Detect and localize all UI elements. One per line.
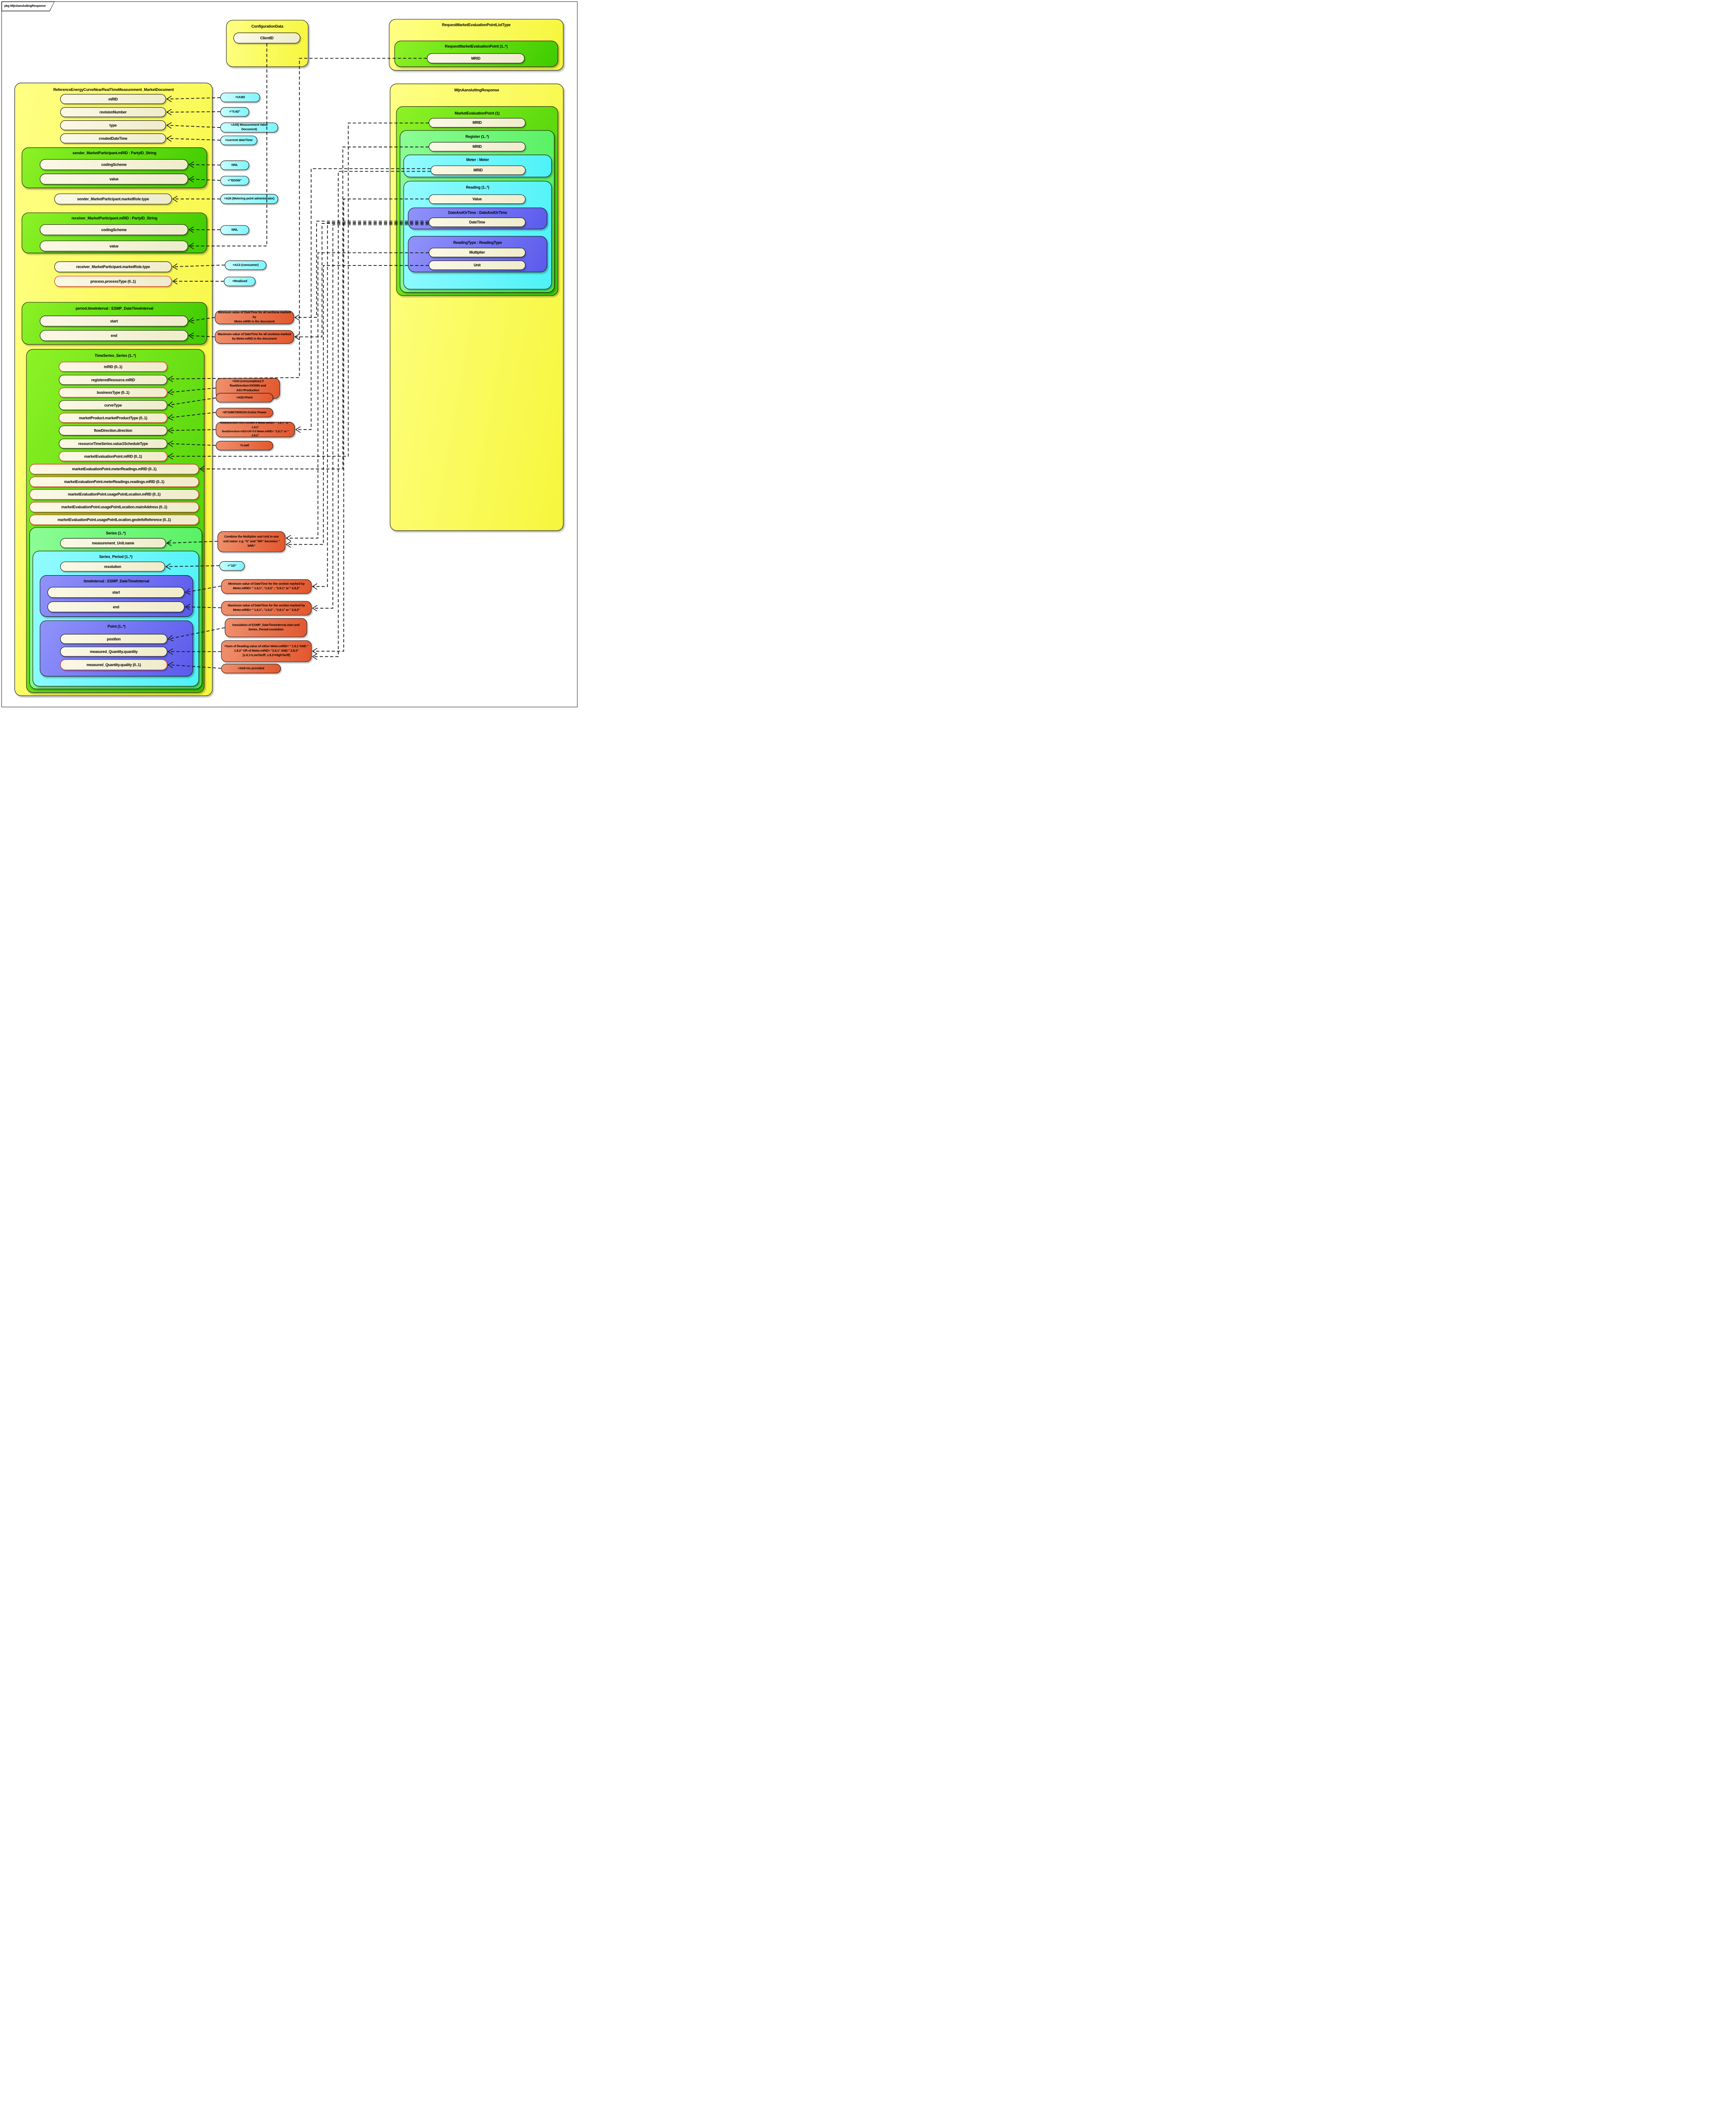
createddatetime-field: createdDateTime — [60, 133, 166, 144]
request-mrid-field: MRID — [427, 53, 525, 64]
note-active-power: =8716867000016=Active Power — [215, 408, 273, 418]
ts-mrid-field: mRID (0..1) — [59, 362, 167, 372]
ts-value1scheduletype-field: resourceTimeSeries.value1ScheduleType — [59, 438, 167, 449]
ts-registeredresource-field: registeredResource.mRID — [59, 375, 167, 385]
ts-businesstype-field: businessType (0..1) — [59, 387, 167, 398]
ts-curvetype-field: curveType — [59, 400, 167, 410]
note-current-datetime: =current dateTime — [220, 136, 257, 145]
ts-marketevaluationpoint-mrid-field: marketEvaluationPoint.mRID (0..1) — [59, 451, 167, 461]
revisionnumber-field: revisionNumber — [60, 107, 166, 117]
note-max-all: Maximum value of DateTime for all sectio… — [215, 330, 294, 344]
series-title: Series (1..*) — [106, 531, 126, 536]
measurement-unit-name-field: measurement_Unit.name — [60, 538, 166, 548]
ts-usagepointlocation-geoinforeference-field: marketEvaluationPoint.usagePointLocation… — [29, 514, 199, 525]
meter-mrid-field: MRID — [430, 165, 526, 175]
ts-flowdirection-field: flowDirection.direction — [59, 425, 167, 436]
response-title: MijnAansluitingResponse — [454, 88, 499, 93]
multiplier-field: Multiplier — [429, 248, 526, 257]
receiver-value-field: value — [40, 240, 188, 251]
ts-usagepointlocation-mainaddress-field: marketEvaluationPoint.usagePointLocation… — [29, 502, 199, 513]
ts-usagepointlocation-mrid-field: marketEvaluationPoint.usagePointLocation… — [29, 489, 199, 500]
sender-codingscheme-field: codingScheme — [40, 159, 188, 170]
note-nnl-receiver: NNL — [220, 225, 249, 235]
ts-marketproducttype-field: marketProduct.marketProductType (0..1) — [59, 412, 167, 423]
period-timeinterval-title: period.timeInterval : ESMP_DateTimeInter… — [75, 306, 153, 311]
market-document-title: ReferenceEnergyCurveNearRealTimeMeasurem… — [53, 87, 174, 92]
note-min-all: Minimum value of DateTime for all sectio… — [215, 311, 294, 325]
measured-quantity-field: measured_Quantity.quantity — [60, 647, 167, 657]
note-a13: =A13 (consumer) — [225, 260, 266, 270]
position-field: position — [60, 634, 167, 644]
note-load: =Load — [215, 441, 273, 451]
note-flow-direction: flowDirection=A01=DOWN if Meter.mRID= " … — [215, 422, 295, 438]
note-edsn: ="EDSN" — [220, 176, 249, 186]
resolution-field: resolution — [60, 562, 165, 572]
mrid-field: mRID — [60, 94, 166, 104]
note-a04-provided: =A04=As provided — [221, 664, 281, 674]
readingtype-title: ReadingType : ReadingType — [453, 240, 502, 245]
timeinterval-end-field: end — [47, 601, 185, 613]
measured-quality-field: measured_Quantity.quality (0..1) — [60, 659, 167, 670]
note-translation: translation of ESMP_DateTimeInterval.sta… — [225, 618, 307, 637]
market-evaluation-point-title: MarketEvaluationPoint (1) — [455, 110, 500, 116]
diagram-canvas: pkg MijnAansluitingResponse Configuratio… — [0, 0, 579, 709]
register-mrid-field: MRID — [429, 142, 526, 152]
package-tab-label: pkg MijnAansluitingResponse — [2, 2, 54, 11]
note-max-section: Maximum value of DateTime for the sectio… — [221, 601, 312, 616]
note-combine: Combine the Multiplier and Unit in one u… — [218, 531, 286, 552]
unit-field: Unit — [429, 260, 526, 270]
note-nnl-sender: NNL — [220, 160, 249, 170]
note-sum: =Sum of Reading.value of either Meter.mR… — [221, 640, 312, 662]
request-list-title: RequestMarketEvaluationPointListType — [442, 23, 511, 27]
note-a02-point: =A02=Point — [215, 393, 273, 403]
timeseries-title: TimeSeries_Series (1..*) — [94, 353, 136, 358]
ts-meterreadings-readings-mrid-field: marketEvaluationPoint.meterReadings.read… — [29, 476, 199, 487]
note-realised: =Realised — [223, 277, 256, 286]
package-tab: pkg MijnAansluitingResponse — [1, 1, 55, 11]
register-title: Register (1..*) — [465, 134, 489, 139]
sender-value-field: value — [40, 173, 188, 185]
timeinterval-title: timeInterval : ESMP_DateTimeInterval — [84, 579, 150, 584]
receiver-marketrole-field: receiver_MarketParticipant.marketRole.ty… — [54, 261, 172, 272]
note-a26: =A26 (Metering point administrator) — [220, 194, 278, 204]
period-start-field: start — [40, 316, 188, 327]
series-period-title: Series_Period (1..*) — [99, 554, 133, 559]
sender-marketrole-field: sender_MarketParticipant.marketRole.type — [54, 193, 172, 205]
point-title: Point (1..*) — [107, 624, 126, 629]
request-evaluation-point-title: RequestMarketEvaluationPoint (1..*) — [445, 44, 508, 48]
diagram-frame — [1, 1, 578, 707]
reading-value-field: Value — [429, 194, 526, 204]
type-field: type — [60, 120, 166, 130]
note-uuid: =UUID — [220, 93, 260, 102]
period-end-field: end — [40, 330, 188, 341]
meter-title: Meter : Meter — [466, 157, 489, 162]
datetime-field: DateTime — [429, 217, 526, 227]
note-revision: ="0.92" — [220, 107, 249, 117]
note-a45: =A45( Measurement Value Document) — [220, 122, 278, 133]
sender-participant-title: sender_MarketParticipant.mRID : PartyID_… — [72, 150, 156, 155]
note-min-section: Minimum value of DateTime for the sectio… — [221, 579, 312, 594]
configurationdata-title: ConfigurationData — [251, 24, 283, 29]
note-one-day: ="1D" — [219, 561, 245, 571]
reading-title: Reading (1..*) — [466, 185, 489, 190]
clientid-field: ClientID — [233, 32, 300, 44]
receiver-codingscheme-field: codingScheme — [40, 224, 188, 235]
dateandortime-title: DateAndOrTime : DateAndOrTime — [448, 210, 507, 215]
mep-mrid-field: MRID — [429, 118, 526, 128]
timeinterval-start-field: start — [47, 587, 185, 598]
ts-meterreadings-mrid-field: marketEvaluationPoint.meterReadings.mRID… — [29, 464, 199, 475]
receiver-participant-title: receiver_MarketParticipant.mRID : PartyI… — [71, 215, 158, 220]
process-processtype-field: process.processType (0..1) — [54, 276, 172, 287]
